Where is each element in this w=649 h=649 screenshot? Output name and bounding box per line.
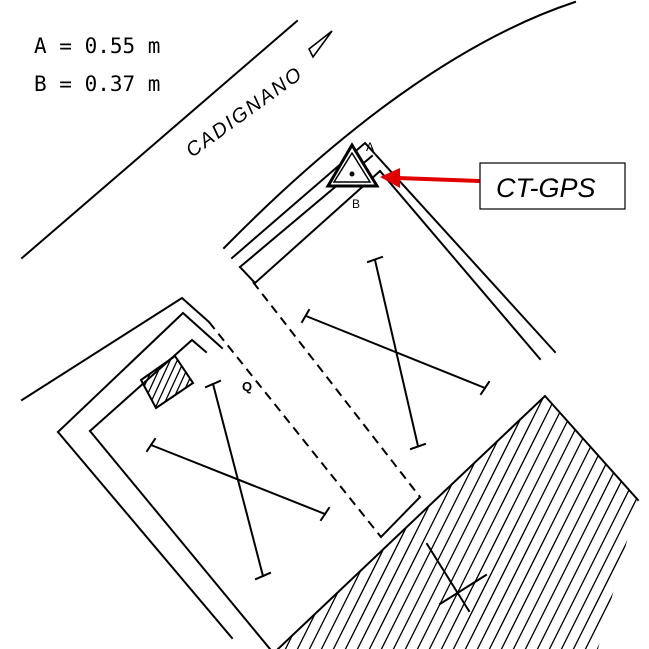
hatch-line [327, 396, 469, 649]
building-left-side [88, 429, 272, 649]
hatch-line [567, 396, 638, 649]
tag-box [479, 162, 626, 210]
hatch-line [423, 396, 565, 649]
hatch-line [315, 396, 457, 649]
dimension-b-text: B = 0.37 m [34, 72, 160, 96]
hatched-square-outline [139, 354, 195, 410]
hatch-line [351, 396, 493, 649]
parcel-right-outer [230, 141, 557, 354]
hatch-line [387, 396, 529, 649]
hatch-line [471, 396, 613, 649]
hatch-line [278, 396, 301, 649]
cross-symbol-left [145, 379, 331, 581]
hatch-line-small [151, 356, 183, 408]
dimension-a-text: A = 0.55 m [34, 34, 160, 58]
hatch-line-small [158, 356, 190, 408]
hatch-line [459, 396, 601, 649]
dashed-boundary-right [252, 281, 421, 498]
hatch-line [507, 396, 638, 649]
building-right-inner-top [238, 169, 382, 285]
street-name-label: CADIGNANO [182, 62, 307, 162]
parcel-left-lower-edge [56, 430, 234, 640]
hatch-line [603, 396, 638, 649]
hatch-line-small [208, 350, 238, 415]
dashed-boundary-left [208, 321, 382, 538]
survey-marker-point [349, 171, 355, 177]
point-q-label: Q [242, 379, 252, 394]
hatch-line [591, 396, 638, 649]
hatch-line [278, 396, 337, 649]
street-direction-arrow [307, 30, 333, 59]
road-left-edge [20, 19, 299, 260]
hatch-line [278, 396, 373, 649]
hatch-line [435, 396, 577, 649]
hatch-line [279, 396, 421, 649]
hatch-line [339, 396, 481, 649]
hatch-line [278, 396, 409, 649]
hatch-line [278, 396, 361, 649]
hatch-line [278, 396, 313, 649]
hatch-line [543, 396, 638, 649]
hatch-line [278, 396, 397, 649]
building-right-side [378, 169, 542, 361]
marker-label-b: B [352, 197, 360, 211]
cross-symbol-hatched [425, 542, 488, 613]
cross-symbol-right [300, 255, 491, 451]
tag-text: CT-GPS [496, 173, 596, 203]
hatch-line [447, 396, 589, 649]
hatched-area-outline [276, 394, 640, 649]
survey-marker-inner-triangle [332, 151, 372, 183]
hatch-line-small [179, 356, 193, 408]
hatch-line [363, 396, 505, 649]
hatch-line [411, 396, 553, 649]
hatch-line [615, 396, 638, 649]
building-left-top [88, 338, 208, 433]
hatch-line [531, 396, 638, 649]
dashed-boundary-connector [379, 495, 422, 539]
hatch-line-small [141, 356, 155, 408]
hatch-line [579, 396, 638, 649]
hatch-line [278, 396, 349, 649]
hatch-line [399, 396, 541, 649]
parcel-left-outer [56, 311, 224, 434]
tag-arrow-shaft [397, 176, 481, 183]
hatch-line [627, 396, 638, 649]
road-right-edge [222, 0, 577, 250]
hatch-line [278, 396, 325, 649]
hatch-line [483, 396, 625, 649]
hatch-line [640, 380, 649, 649]
hatched-area-large [278, 380, 649, 649]
hatch-line [375, 396, 517, 649]
hatch-line [555, 396, 638, 649]
tag-arrow-head [380, 168, 400, 188]
marker-label-a: A [366, 140, 374, 154]
hatch-line-small [110, 350, 140, 415]
hatch-line [519, 396, 638, 649]
parcel-left-upper-edge [20, 296, 211, 402]
survey-marker-triangle [325, 142, 380, 188]
hatched-area-small [110, 350, 238, 415]
